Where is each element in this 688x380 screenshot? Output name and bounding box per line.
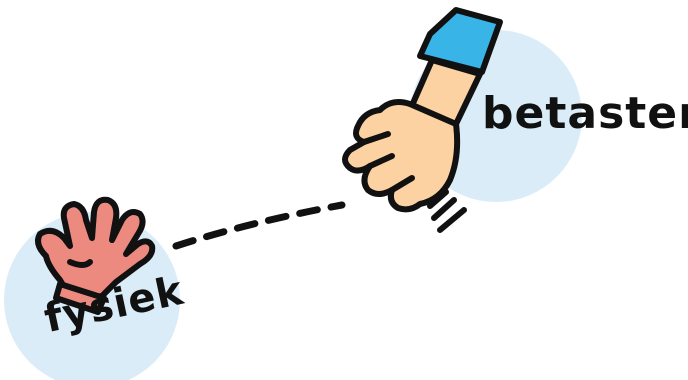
label-betasten: betasten [482, 88, 688, 139]
dashed-connector-line [176, 205, 342, 246]
